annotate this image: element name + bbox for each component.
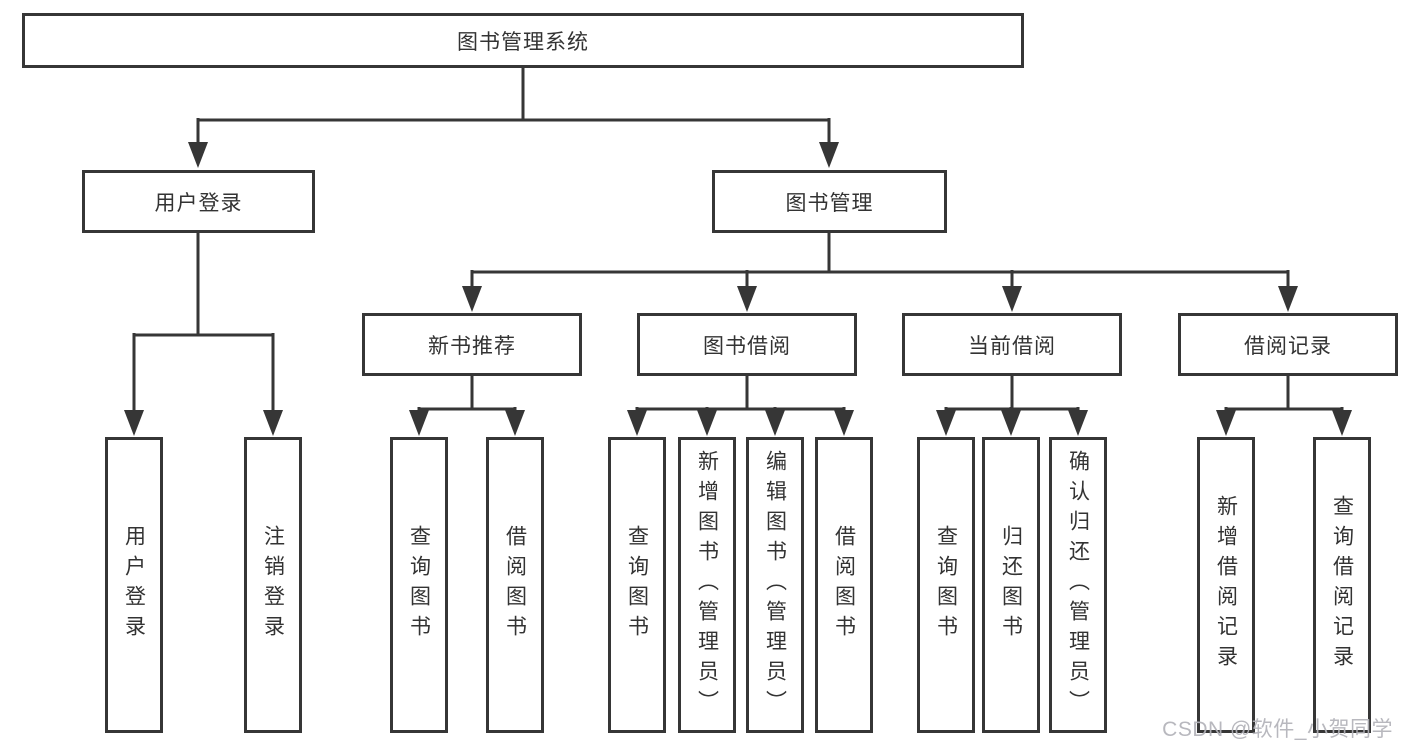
leaf-recommend-query-books: 查询图书: [390, 437, 448, 733]
arrowhead-icon: [505, 410, 525, 436]
leaf-records-query: 查询借阅记录: [1313, 437, 1371, 733]
arrowhead-icon: [1001, 410, 1021, 436]
node-book-management-label: 图书管理: [785, 191, 874, 215]
arrowhead-icon: [936, 410, 956, 436]
node-book-borrow-label: 图书借阅: [703, 334, 791, 358]
leaf-recommend-borrow-books: 借阅图书: [486, 437, 544, 733]
leaf-user-login-label: 用户登录: [122, 525, 146, 645]
leaf-borrow-query-books: 查询图书: [608, 437, 666, 733]
node-user-login: 用户登录: [82, 170, 315, 233]
node-borrow-records-label: 借阅记录: [1244, 334, 1332, 358]
arrowhead-icon: [834, 410, 854, 436]
arrowhead-icon: [1002, 286, 1022, 312]
leaf-recommend-query-books-label: 查询图书: [407, 525, 431, 645]
arrowhead-icon: [627, 410, 647, 436]
arrowhead-icon: [124, 410, 144, 436]
leaf-logout: 注销登录: [244, 437, 302, 733]
leaf-recommend-borrow-books-label: 借阅图书: [503, 525, 527, 645]
arrowhead-icon: [737, 286, 757, 312]
leaf-records-add-label: 新增借阅记录: [1214, 495, 1238, 675]
leaf-current-return-books: 归还图书: [982, 437, 1040, 733]
node-borrow-records: 借阅记录: [1178, 313, 1398, 376]
arrowhead-icon: [819, 142, 839, 168]
arrowhead-icon: [1332, 410, 1352, 436]
arrowhead-icon: [263, 410, 283, 436]
arrowhead-icon: [462, 286, 482, 312]
node-book-management: 图书管理: [712, 170, 947, 233]
arrowhead-icon: [409, 410, 429, 436]
leaf-borrow-borrow-books-label: 借阅图书: [832, 525, 856, 645]
node-new-book-recommend: 新书推荐: [362, 313, 582, 376]
node-new-book-recommend-label: 新书推荐: [428, 334, 516, 358]
leaf-borrow-borrow-books: 借阅图书: [815, 437, 873, 733]
node-root: 图书管理系统: [22, 13, 1024, 68]
arrowhead-icon: [1068, 410, 1088, 436]
leaf-records-add: 新增借阅记录: [1197, 437, 1255, 733]
leaf-current-confirm-return: 确认归还（管理员）: [1049, 437, 1107, 733]
leaf-logout-label: 注销登录: [261, 525, 285, 645]
leaf-user-login: 用户登录: [105, 437, 163, 733]
leaf-borrow-add-books-label: 新增图书（管理员）: [695, 450, 719, 720]
node-user-login-label: 用户登录: [154, 191, 243, 215]
leaf-current-query-books-label: 查询图书: [934, 525, 958, 645]
node-root-label: 图书管理系统: [457, 30, 589, 54]
leaf-current-return-books-label: 归还图书: [999, 525, 1023, 645]
leaf-borrow-edit-books-label: 编辑图书（管理员）: [763, 450, 787, 720]
node-current-borrow-label: 当前借阅: [968, 334, 1056, 358]
node-current-borrow: 当前借阅: [902, 313, 1122, 376]
node-book-borrow: 图书借阅: [637, 313, 857, 376]
arrowhead-icon: [1278, 286, 1298, 312]
arrowhead-icon: [188, 142, 208, 168]
arrowhead-icon: [765, 410, 785, 436]
csdn-watermark: CSDN @软件_小贺同学: [1162, 718, 1393, 741]
arrowhead-icon: [697, 410, 717, 436]
leaf-current-confirm-return-label: 确认归还（管理员）: [1066, 450, 1090, 720]
arrowhead-icon: [1216, 410, 1236, 436]
leaf-borrow-edit-books: 编辑图书（管理员）: [746, 437, 804, 733]
leaf-current-query-books: 查询图书: [917, 437, 975, 733]
leaf-borrow-add-books: 新增图书（管理员）: [678, 437, 736, 733]
leaf-records-query-label: 查询借阅记录: [1330, 495, 1354, 675]
leaf-borrow-query-books-label: 查询图书: [625, 525, 649, 645]
